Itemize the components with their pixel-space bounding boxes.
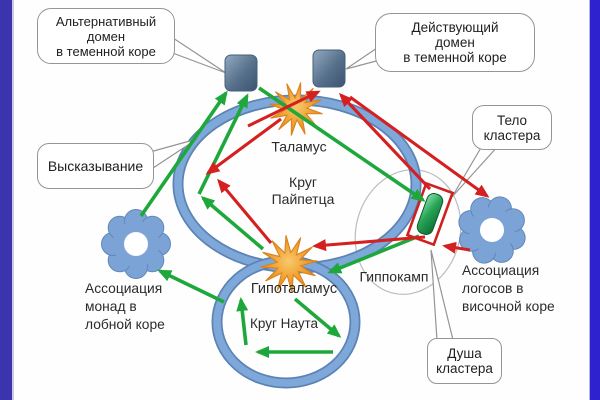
alt-domain-node <box>224 54 258 92</box>
label-papez-circle: Круг Пайпетца <box>271 173 335 207</box>
arrow-thalamus-down-left <box>205 117 282 175</box>
arrow-hippocampus-to-acting-domain <box>338 92 432 191</box>
callout-cluster-soul: Душа кластера <box>427 338 502 384</box>
arrow-thalamus-to-acting-domain <box>247 90 321 128</box>
label-logos-association: Ассоциация логосов в височной коре <box>462 263 555 314</box>
acting-domain-node <box>312 49 346 88</box>
arrow-nauta-to-monads <box>157 269 225 304</box>
callout-acting-domain: Действующий домен в теменной коре <box>375 13 535 72</box>
callout-cluster-body: Тело кластера <box>472 105 552 150</box>
arrow-nauta-down <box>293 297 342 338</box>
arrow-logos-to-hippocampus <box>442 241 471 254</box>
callout-alt-domain: Альтернативный домен в теменной коре <box>37 8 175 64</box>
arrow-hypothalamus-to-papez <box>200 196 265 251</box>
left-frame-bar <box>0 0 14 400</box>
arrow-nauta-up <box>236 297 249 346</box>
red-arrows <box>205 90 490 254</box>
label-monad-association: Ассоциация монад в лобной коре <box>85 281 165 332</box>
hippocampus-region-outline <box>354 169 462 295</box>
arrow-acting-domain-to-logos <box>349 95 490 198</box>
label-hypothalamus: Гипоталамус <box>250 281 338 298</box>
arrow-hypothalamus-up-left <box>217 178 273 244</box>
arrow-papez-to-alt-domain <box>197 93 249 195</box>
arrow-hippocampus-to-hypothalamus-red <box>312 235 426 252</box>
label-nauta-circle: Круг Наута <box>249 315 319 331</box>
arrow-monads-to-alt-domain <box>139 90 228 218</box>
monad-association-node <box>101 209 171 279</box>
right-frame-bar <box>589 0 600 400</box>
callout-statement: Высказывание <box>37 143 154 189</box>
arrow-hippocampus-to-hypothalamus <box>327 234 420 274</box>
hippocampus-node <box>405 181 455 247</box>
label-hippocampus: Гиппокамп <box>359 268 429 285</box>
label-thalamus: Таламус <box>271 138 327 155</box>
hippocampus-red-frame <box>405 181 455 247</box>
